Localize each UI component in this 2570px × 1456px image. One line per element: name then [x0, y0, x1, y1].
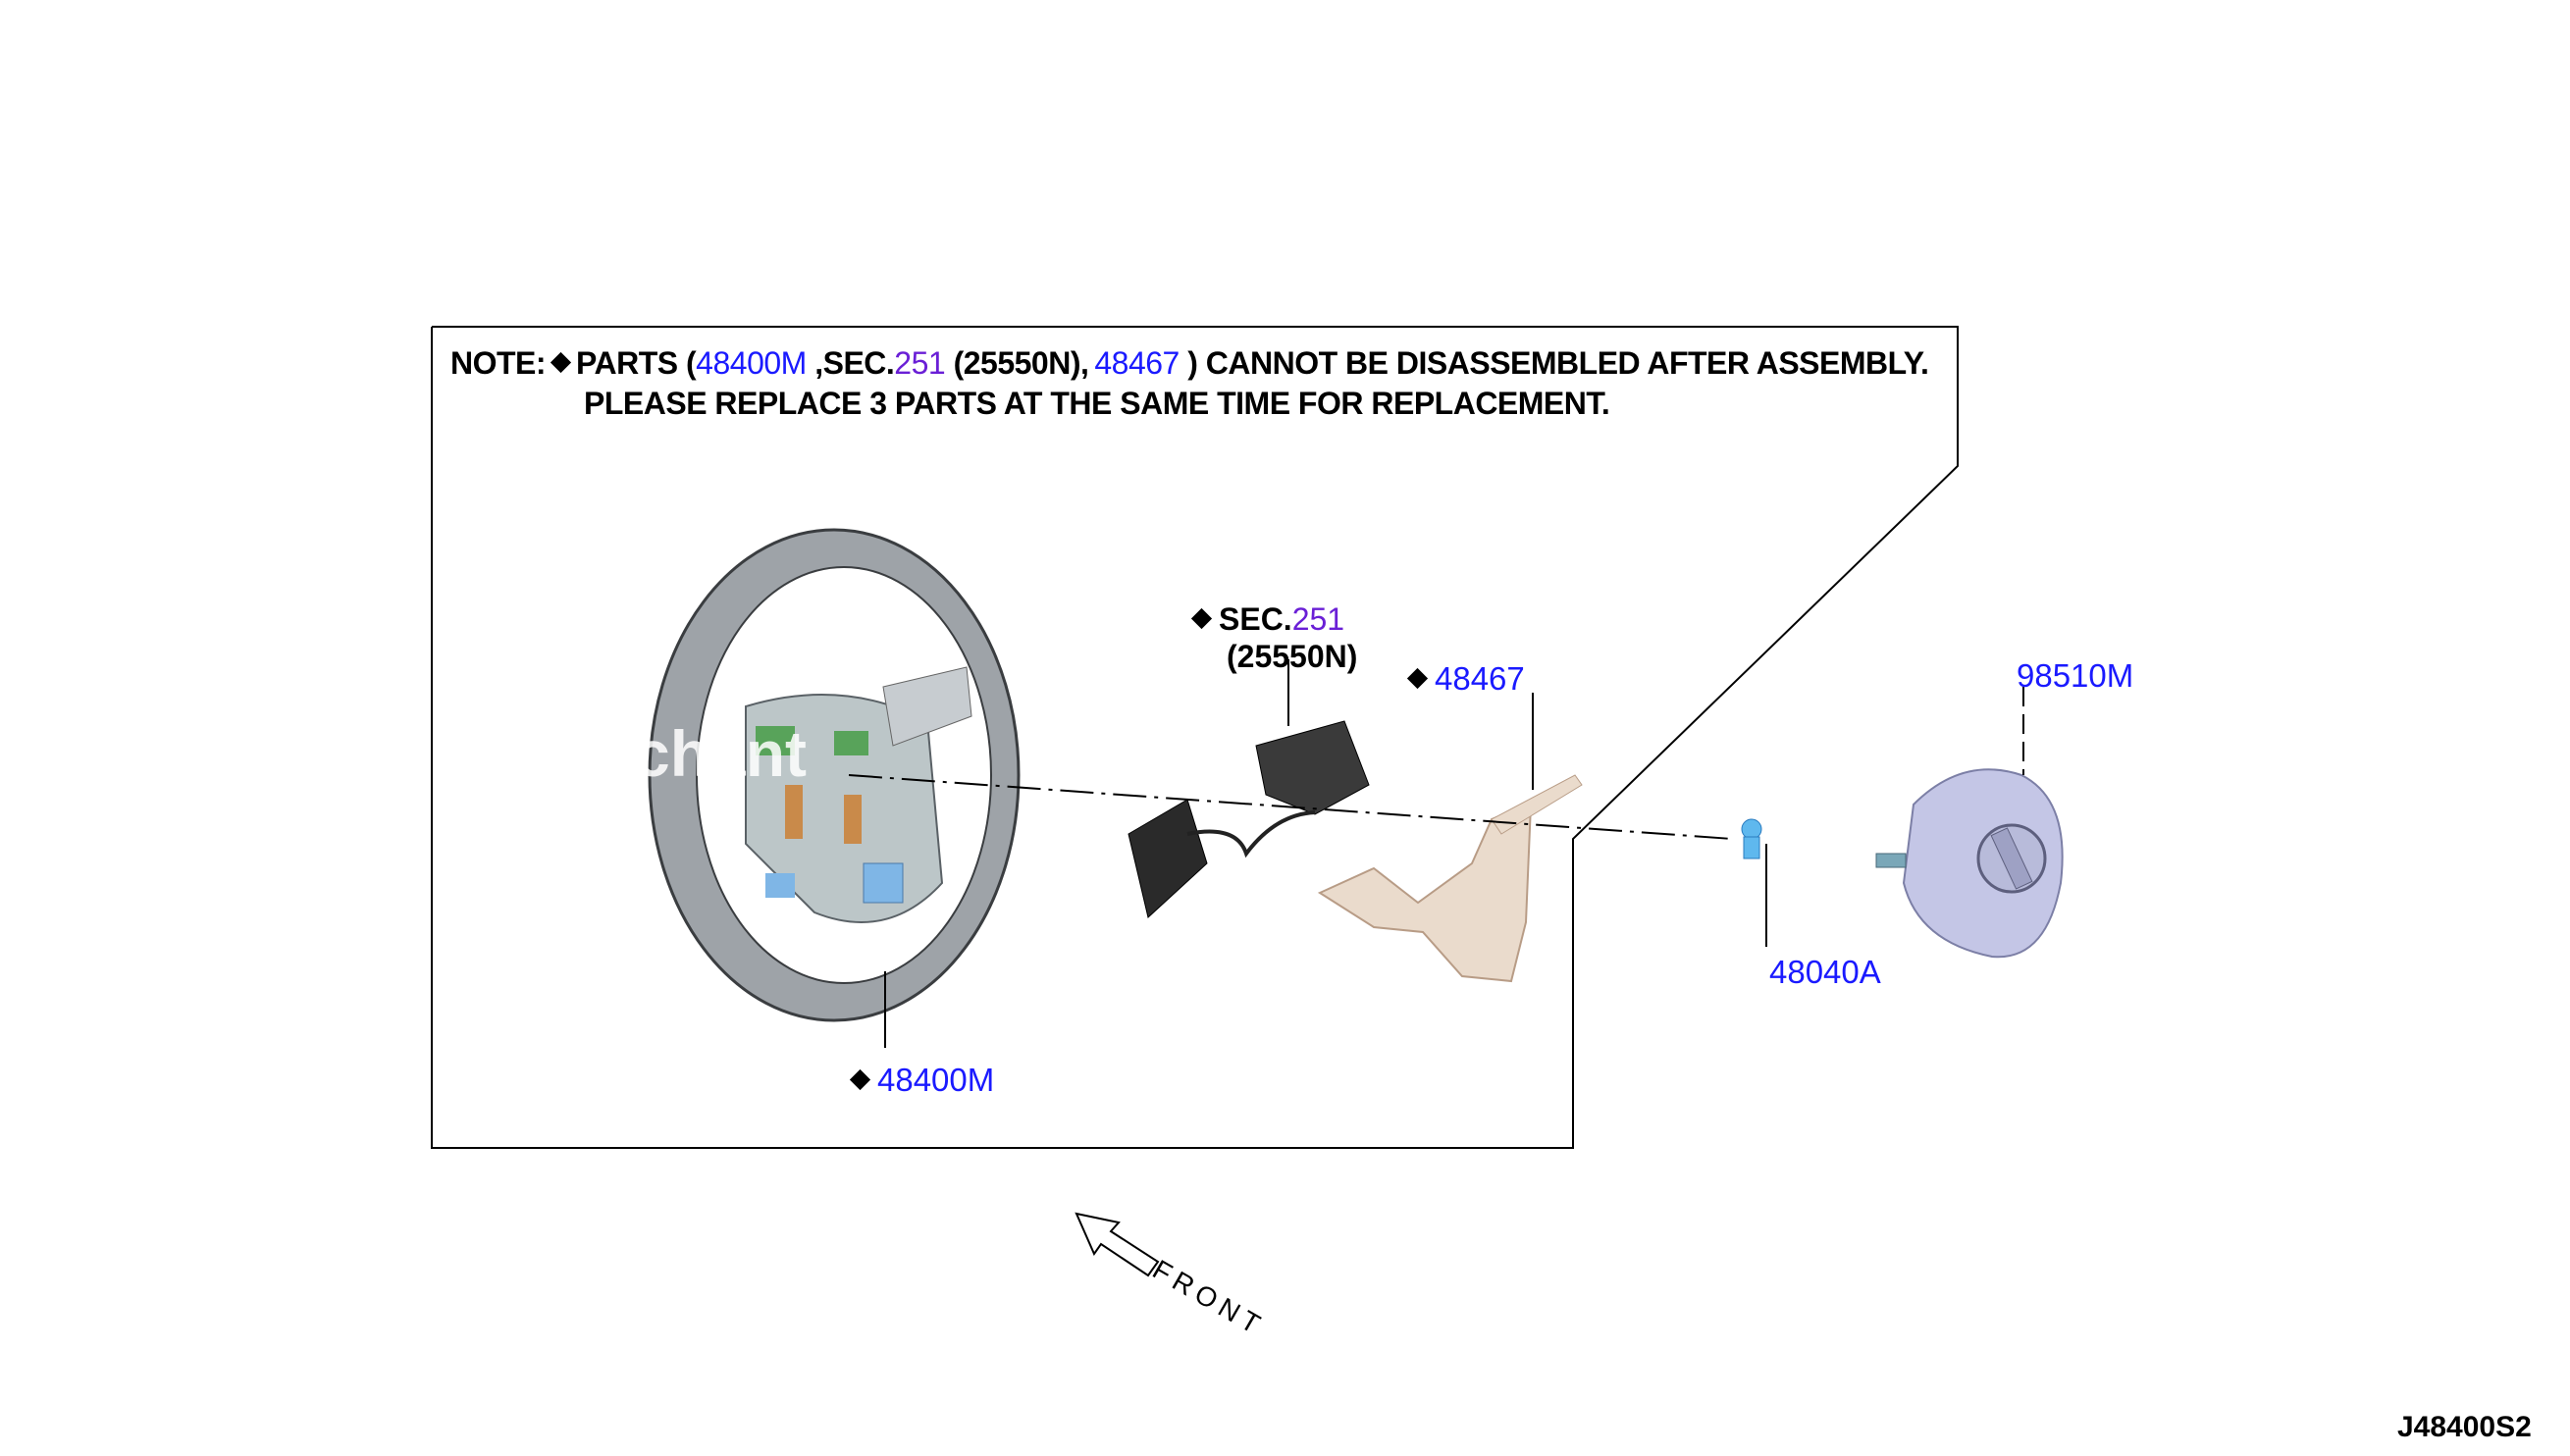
sec-25550N-label: (25550N) — [1227, 639, 1358, 674]
watermark-text: chant — [634, 717, 808, 790]
finisher-trim-illustration — [1317, 774, 1583, 983]
note-line-2: PLEASE REPLACE 3 PARTS AT THE SAME TIME … — [584, 386, 1610, 421]
switch-assembly-illustration — [1128, 720, 1370, 918]
note-sec-prefix: ,SEC. — [806, 345, 895, 381]
note-line-1: NOTE: PARTS (48400M ,SEC.251 (25550N),484… — [450, 345, 1929, 382]
part-48467-link[interactable]: 48467 — [1435, 660, 1525, 697]
diamond-icon — [1406, 667, 1429, 690]
sec-251-link[interactable]: 251 — [1291, 601, 1345, 637]
note-sec-251-link[interactable]: 251 — [894, 345, 946, 381]
part-48467-label: 48467 — [1406, 660, 1525, 698]
airbag-module-illustration — [1875, 768, 2064, 959]
part-48400M-label: 48400M — [849, 1062, 995, 1099]
note-prefix: NOTE: — [450, 345, 547, 381]
note-parts-open: PARTS ( — [576, 345, 697, 381]
sec-prefix: SEC. — [1219, 601, 1292, 637]
part-48400M-link[interactable]: 48400M — [877, 1062, 995, 1098]
note-part-48467-link[interactable]: 48467 — [1094, 345, 1180, 381]
note-line1-tail: ) CANNOT BE DISASSEMBLED AFTER ASSEMBLY. — [1179, 345, 1929, 381]
sec-251-label: SEC.251 — [1190, 601, 1345, 638]
note-part-48400M-link[interactable]: 48400M — [696, 345, 807, 381]
note-sec-code: (25550N), — [945, 345, 1089, 381]
diamond-icon — [849, 1068, 871, 1091]
diagram-code: J48400S2 — [2397, 1411, 2532, 1443]
front-arrow-icon — [1075, 1212, 1160, 1277]
diamond-icon — [1190, 607, 1213, 630]
bolt-illustration — [1741, 818, 1762, 859]
part-48040A-link[interactable]: 48040A — [1769, 954, 1881, 990]
part-98510M-link[interactable]: 98510M — [2017, 657, 2134, 694]
diamond-icon — [550, 351, 572, 374]
note-frame — [431, 326, 1959, 1149]
steering-wheel-illustration — [648, 528, 1021, 1022]
